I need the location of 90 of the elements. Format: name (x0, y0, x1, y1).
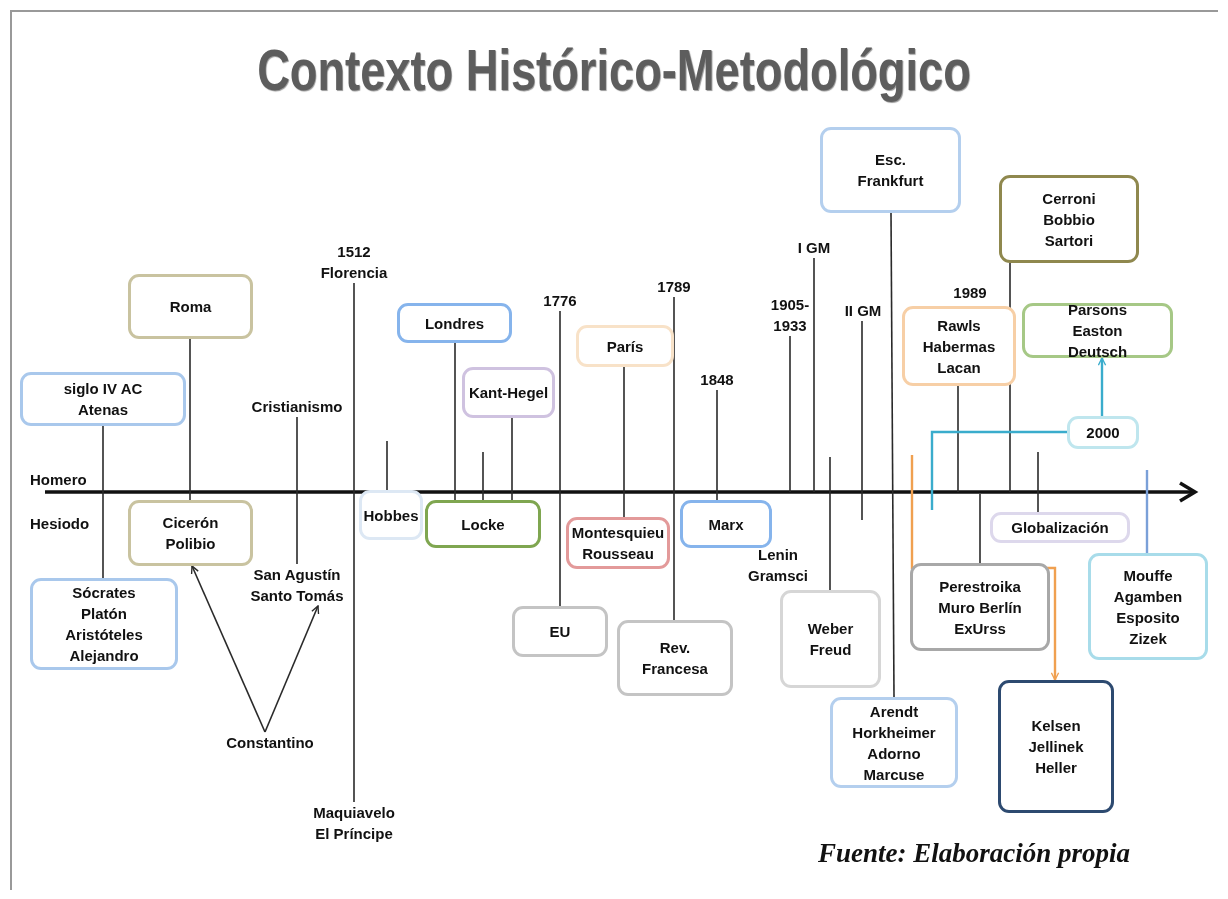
text-box (998, 680, 1114, 813)
text-box (128, 500, 253, 566)
box-text: Cerroni Bobbio Sartori (1041, 188, 1097, 251)
text-box (617, 620, 733, 696)
timeline-label: II GM (844, 300, 882, 321)
connector-line (511, 417, 513, 501)
connector-line (1037, 451, 1039, 513)
timeline-label: San Agustín Santo Tomás (244, 564, 350, 606)
connector-line (353, 282, 355, 803)
connector-line (623, 366, 625, 518)
box-text: Cicerón Polibio (161, 513, 220, 554)
box-text: Kelsen Jellinek Heller (1027, 716, 1085, 778)
timeline-label: 1776 (543, 290, 577, 311)
text-box (512, 606, 608, 657)
timeline-label: 1512 Florencia (314, 241, 394, 283)
timeline-label: 1848 (700, 369, 734, 390)
connector-line (482, 451, 484, 501)
connector-line (890, 212, 895, 698)
connector-line (957, 385, 959, 493)
box-text: Esc. Frankfurt (856, 150, 925, 191)
text-box (910, 563, 1050, 651)
caption: Fuente: Elaboración propia (818, 838, 1131, 869)
text-box (1022, 303, 1173, 358)
box-text: Londres (424, 313, 485, 334)
timeline-label: 1905- 1933 (767, 294, 813, 336)
box-text: Parsons Easton Deutsch (1066, 300, 1129, 362)
text-box (990, 512, 1130, 543)
connector-line (559, 310, 561, 607)
timeline-label: Constantino (226, 732, 314, 753)
connector-line (673, 296, 675, 621)
text-box (680, 500, 772, 548)
text-box (425, 500, 541, 548)
title: Contexto Histórico-Metodológico (257, 36, 971, 103)
timeline-label: I GM (797, 237, 831, 258)
box-text: Locke (461, 514, 505, 535)
connector-line (930, 430, 1067, 510)
timeline-label: 1989 (953, 283, 987, 303)
text-box (397, 303, 512, 343)
box-text: Globalización (1011, 518, 1109, 538)
arrow (264, 605, 320, 733)
text-box (30, 578, 178, 670)
box-text: EU (549, 622, 571, 642)
connector-line (829, 456, 831, 591)
text-box (20, 372, 186, 426)
connector-line (102, 425, 104, 579)
connector-line (789, 335, 791, 493)
text-box (128, 274, 253, 339)
timeline-label: 1789 (657, 276, 691, 297)
arrow (1097, 357, 1107, 416)
box-text: Rawls Habermas Lacan (921, 315, 997, 378)
text-box (576, 325, 674, 367)
connector-line (861, 320, 863, 521)
box-text: Roma (169, 297, 212, 317)
connector-line (454, 342, 456, 501)
box-text: Weber Freud (806, 619, 855, 660)
box-text: Mouffe Agamben Esposito Zizek (1112, 565, 1184, 649)
box-text: Rev. Francesa (641, 638, 709, 679)
timeline-label: Hesiodo (30, 514, 90, 534)
box-text: Marx (708, 514, 744, 535)
box-text: 2000 (1086, 423, 1120, 443)
connector-line (296, 416, 298, 565)
box-text: siglo IV AC Atenas (62, 379, 144, 420)
timeline-label: Homero (30, 470, 87, 490)
box-text: Montesquieu Rousseau (570, 523, 666, 564)
text-box (359, 490, 423, 540)
text-box (830, 697, 958, 788)
connector-line (189, 338, 191, 501)
box-text: Sócrates Platón Aristóteles Alejandro (64, 583, 144, 666)
timeline-label: Maquiavelo El Príncipe (306, 802, 402, 844)
connector-line (979, 493, 981, 564)
box-text: Arendt Horkheimer Adorno Marcuse (851, 701, 937, 785)
text-box (566, 517, 670, 569)
connector-line (1145, 470, 1149, 553)
text-box (780, 590, 881, 688)
box-text: Perestroika Muro Berlín ExUrss (937, 576, 1023, 639)
text-box (820, 127, 961, 213)
text-box (1067, 416, 1139, 449)
text-box (1088, 553, 1208, 660)
connector-line (813, 257, 815, 493)
timeline-label: Lenin Gramsci (746, 545, 809, 586)
box-text: Kant-Hegel (468, 383, 549, 403)
text-box (462, 367, 555, 418)
text-box (902, 306, 1016, 386)
timeline-label: Cristianismo (251, 396, 343, 417)
text-box (999, 175, 1139, 263)
arrow (190, 565, 266, 733)
box-text: Hobbes (363, 505, 419, 526)
connector-line (716, 389, 718, 501)
connector-line (386, 440, 388, 491)
box-text: París (606, 336, 644, 357)
